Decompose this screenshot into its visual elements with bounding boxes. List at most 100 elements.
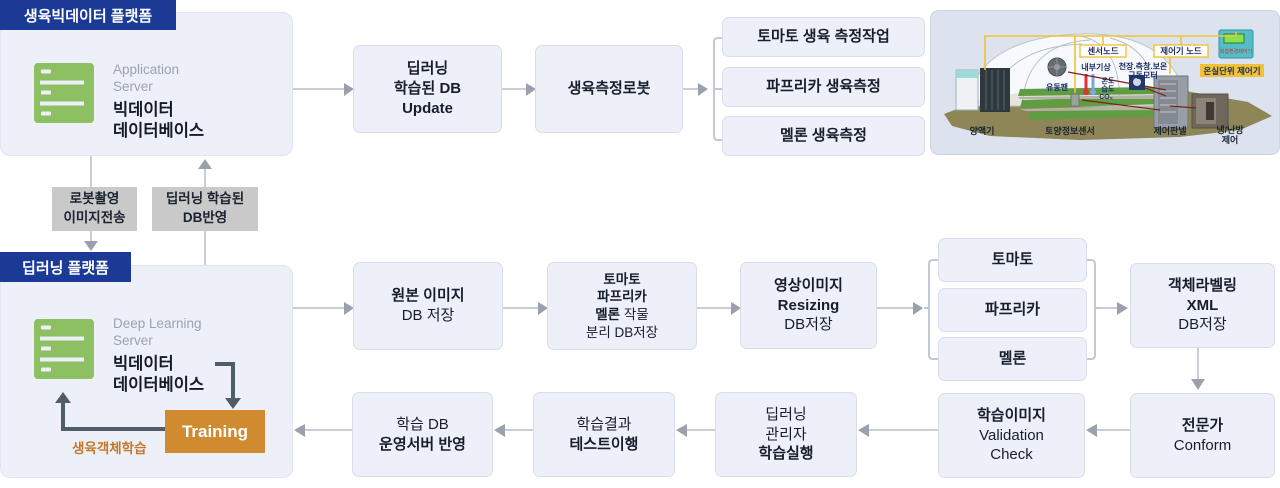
box-line: 파프리카	[597, 289, 647, 305]
box-line: 학습실행	[758, 445, 814, 463]
box-line: 학습 DB	[396, 415, 449, 433]
growth-bigdata-platform-panel: Application Server 빅데이터 데이터베이스	[0, 12, 293, 156]
unit-controller-label: 온실단위 제어기	[1203, 66, 1260, 76]
server-label-block: Application Server 빅데이터 데이터베이스	[113, 62, 204, 143]
box-line: Conform	[1173, 436, 1232, 454]
box-original-image-db: 원본 이미지 DB 저장	[353, 262, 503, 350]
server-name: 빅데이터 데이터베이스	[113, 354, 204, 397]
box-paprika-measure: 파프리카 생육측정	[722, 67, 925, 107]
nutrient-label: 양액기	[970, 125, 995, 136]
box-crop-paprika: 파프리카	[938, 288, 1087, 332]
greenhouse-labels: 센서노드 제어기 노드 온실단위 제어기 내부기상 천장.측창.보온 구동모터 …	[970, 44, 1264, 145]
header-label: 생육빅데이터 플랫폼	[23, 7, 153, 25]
box-line: 파프리카 생육측정	[766, 78, 881, 96]
box-line: 딥러닝	[406, 60, 449, 78]
box-line: 파프리카	[984, 301, 1041, 319]
server-icon	[34, 63, 94, 123]
box-image-resizing-db: 영상이미지 Resizing DB저장	[740, 262, 877, 349]
motor-label-line2: 구동모터	[1128, 70, 1157, 80]
box-line: 생육측정로봇	[567, 80, 651, 98]
box-line: Check	[990, 446, 1033, 464]
label-line: 딥러닝 학습된	[165, 191, 245, 207]
fan-label: 유동팬	[1046, 82, 1068, 92]
box-line: DB저장	[1178, 316, 1227, 334]
panel-label: 제어판넬	[1153, 125, 1186, 136]
box-test-execute: 학습결과 테스트이행	[533, 392, 675, 477]
server-name-line: 데이터베이스	[113, 376, 205, 395]
temp-label: 온도	[1102, 76, 1115, 85]
box-line: 관리자	[765, 425, 807, 443]
box-line: 딥러닝	[765, 405, 807, 423]
box-line: Resizing	[777, 296, 840, 314]
box-line: 테스트이행	[569, 435, 639, 453]
server-name-line: 빅데이터	[113, 100, 174, 119]
env-controller-device: 복합환경제어기	[1218, 29, 1254, 59]
box-line: Validation	[979, 426, 1044, 444]
training-arrows	[55, 362, 241, 431]
server-name: 빅데이터 데이터베이스	[113, 100, 204, 143]
box-line: 전문가	[1181, 416, 1224, 434]
box-line: XML	[1186, 296, 1219, 314]
box-crop-tomato: 토마토	[938, 238, 1087, 282]
box-deploy-db: 학습 DB 운영서버 반영	[352, 392, 493, 477]
motor-label-line1: 천장.측창.보온	[1119, 61, 1168, 71]
box-expert-conform: 전문가 Conform	[1130, 393, 1275, 478]
box-line: 영상이미지	[773, 276, 843, 294]
box-line: 학습이미지	[976, 406, 1046, 424]
box-line: 학습된 DB	[393, 80, 462, 98]
greenhouse-illustration: 복합환경제어기	[930, 10, 1280, 155]
box-training-execute: 딥러닝 관리자 학습실행	[715, 392, 857, 477]
box-line-part: 작물	[623, 307, 649, 322]
box-growth-robot: 생육측정로봇	[535, 45, 683, 133]
server-label-block: Deep Learning Server 빅데이터 데이터베이스	[113, 316, 204, 397]
box-line: 토마토	[991, 251, 1034, 269]
box-db-update: 딥러닝 학습된 DB Update	[353, 45, 502, 133]
inner-weather-label: 내부기상	[1081, 62, 1111, 72]
branch-brackets	[713, 37, 1101, 360]
box-crop-separate-db: 토마토 파프리카 멜론 작물 분리 DB저장	[547, 262, 697, 350]
soil-label: 토양정보센서	[1045, 125, 1095, 136]
server-type-line: Server	[113, 332, 153, 348]
server-type-line: Application	[113, 62, 180, 77]
box-line: 토마토 생육 측정작업	[757, 28, 890, 46]
label-line: 이미지전송	[63, 210, 126, 225]
box-crop-melon: 멜론	[938, 337, 1087, 381]
box-line-part: 멜론	[595, 307, 621, 322]
hvac-unit	[1191, 93, 1229, 129]
label-line: DB반영	[182, 210, 228, 225]
box-line: 운영서버 반영	[379, 435, 466, 453]
server-name-line: 빅데이터	[113, 354, 174, 373]
box-line: DB 저장	[401, 307, 455, 324]
soil-sensor	[1070, 93, 1080, 107]
co2-label: CO₂	[1099, 94, 1113, 101]
box-melon-measure: 멜론 생육측정	[722, 116, 925, 156]
box-line: 멜론 생육측정	[780, 127, 867, 145]
deep-learning-platform-header: 딥러닝 플랫폼	[0, 252, 131, 282]
fan-icon	[1047, 57, 1067, 77]
box-line: Update	[402, 99, 453, 117]
box-validation-check: 학습이미지 Validation Check	[938, 393, 1085, 478]
box-line: 원본 이미지	[391, 287, 465, 305]
device-caption: 복합환경제어기	[1220, 48, 1252, 55]
server-type-line: Deep Learning	[113, 316, 202, 331]
box-line: 분리 DB저장	[585, 324, 659, 340]
box-object-labeling-xml: 객체라벨링 XML DB저장	[1130, 263, 1275, 348]
humidity-label: 습도	[1102, 84, 1115, 93]
control-cabinet	[1153, 75, 1189, 129]
box-line: 멜론	[998, 350, 1027, 368]
box-line: DB저장	[784, 316, 833, 334]
trained-db-reflect-label: 딥러닝 학습된 DB반영	[152, 187, 258, 231]
server-icon	[34, 319, 94, 379]
box-line: 멜론 작물	[595, 306, 648, 324]
sensor-node-label: 센서노드	[1087, 46, 1118, 56]
server-type-line: Server	[113, 78, 153, 94]
server-name-line: 데이터베이스	[113, 122, 205, 141]
box-line: 학습결과	[576, 415, 632, 433]
training-block: Training	[165, 410, 265, 453]
growth-platform-header: 생육빅데이터 플랫폼	[0, 0, 176, 30]
box-tomato-measure: 토마토 생육 측정작업	[722, 17, 925, 57]
arrowheads	[84, 83, 1205, 437]
box-line: 토마토	[603, 271, 641, 287]
